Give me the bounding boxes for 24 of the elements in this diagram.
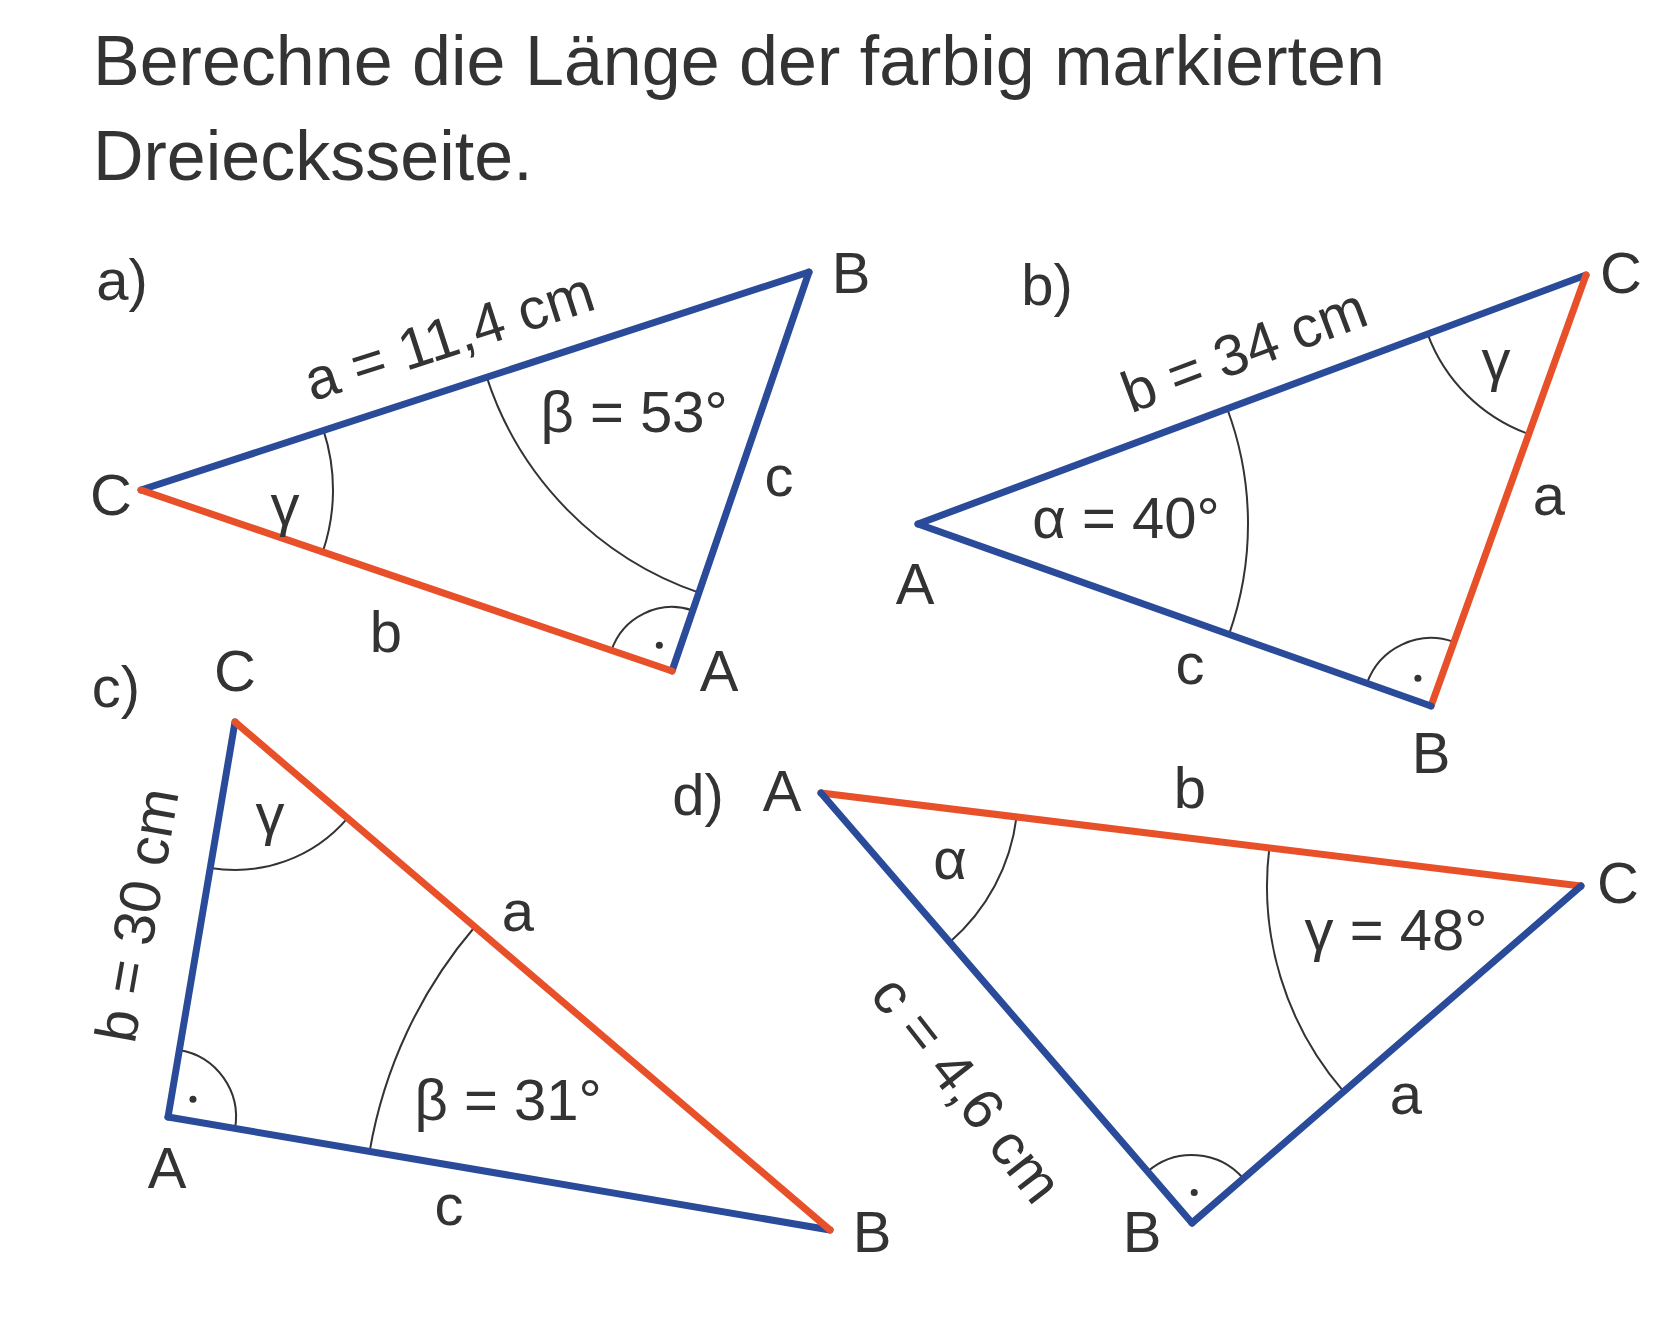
vertex-label: B [1122,1203,1162,1261]
vertex-label: B [831,244,871,302]
angle-label: α = 40° [1032,489,1220,547]
side-label: b = 34 cm [1113,277,1375,423]
side-label: c [1175,635,1205,693]
vertex-label: B [1411,724,1451,782]
vertex-label: C [90,466,132,524]
vertex-label: A [762,762,802,820]
vertex-label: C [1597,854,1639,912]
vertex-label: A [895,555,935,613]
vertex-label: C [214,642,256,700]
side-label: b = 30 cm [86,783,188,1047]
side-label: a [1389,1065,1423,1123]
side-label: c [434,1176,464,1234]
angle-label: α [933,830,967,888]
side-label: a [1532,466,1566,524]
side-label: b [369,603,403,661]
side-label: a [501,882,535,940]
side-label: c [764,447,794,505]
side-label: b [1173,759,1207,817]
title: Berechne die Länge der farbig markierten Dreiecksseite. [93,21,1386,197]
vertex-label: C [1600,244,1642,302]
vertex-label: A [147,1139,187,1197]
vertex-label: A [699,642,739,700]
